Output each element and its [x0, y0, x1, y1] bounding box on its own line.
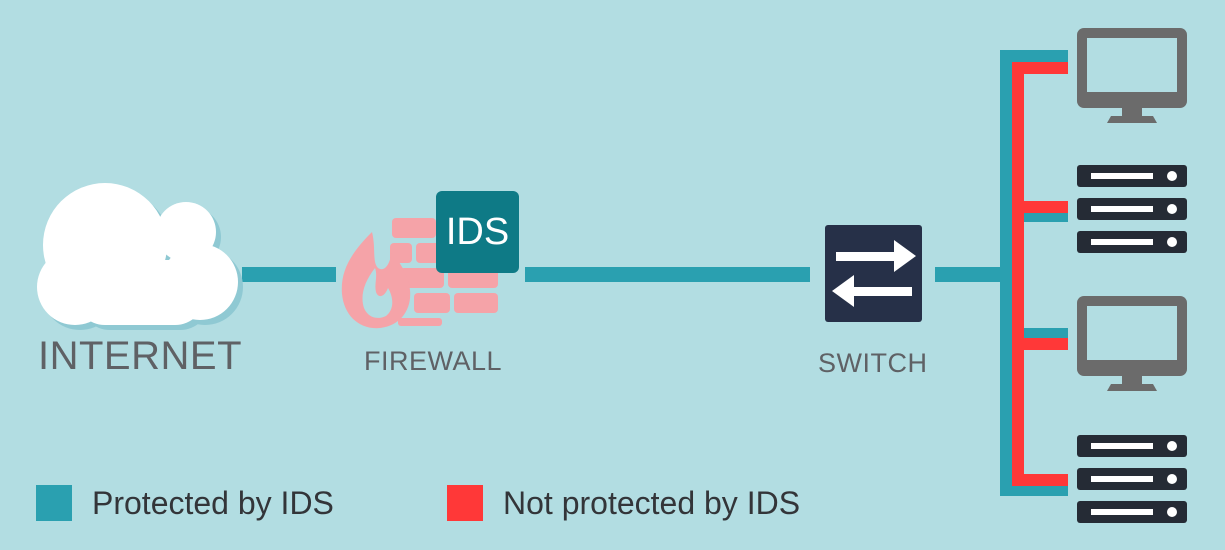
- link-internet-firewall: [242, 267, 336, 282]
- cloud-icon: [37, 183, 243, 330]
- legend-label-unprotected: Not protected by IDS: [503, 484, 801, 521]
- protected-links: [242, 50, 1068, 496]
- teal-branch-server-1: [1000, 212, 1068, 222]
- arrow-right-icon: [836, 252, 896, 261]
- link-switch-bus: [935, 267, 1005, 282]
- switch-label: SWITCH: [818, 348, 928, 378]
- legend-item-protected: Protected by IDS: [36, 484, 334, 522]
- server-icon: [1077, 435, 1187, 523]
- red-branch-server-1: [1012, 201, 1068, 213]
- unprotected-links: [1012, 62, 1068, 486]
- link-firewall-switch: [525, 267, 810, 282]
- monitor-icon: [1077, 296, 1187, 391]
- red-bus: [1012, 62, 1024, 486]
- internet-label: INTERNET: [38, 334, 242, 378]
- monitor-icon: [1077, 28, 1187, 123]
- teal-bus-top: [1000, 50, 1068, 62]
- red-branch-monitor-2: [1012, 338, 1068, 350]
- firewall-label: FIREWALL: [364, 346, 503, 376]
- teal-bus: [1000, 50, 1012, 496]
- legend-swatch-protected: [36, 485, 72, 521]
- legend-swatch-unprotected: [447, 485, 483, 521]
- server-icon: [1077, 165, 1187, 253]
- switch-icon: [825, 225, 922, 322]
- legend-label-protected: Protected by IDS: [92, 484, 334, 521]
- legend-item-unprotected: Not protected by IDS: [447, 484, 800, 522]
- red-branch-monitor-1: [1012, 62, 1068, 74]
- ids-badge-label: IDS: [445, 210, 510, 253]
- teal-bus-bottom: [1000, 486, 1068, 496]
- ids-badge: [436, 191, 519, 273]
- red-branch-server-2: [1012, 474, 1068, 486]
- teal-branch-monitor-2: [1000, 328, 1068, 338]
- arrow-left-icon: [852, 287, 912, 296]
- flame-icon: [341, 232, 411, 329]
